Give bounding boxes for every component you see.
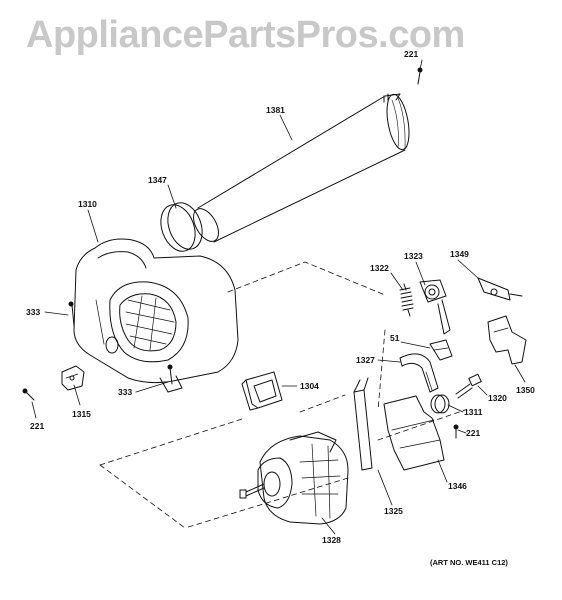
bracket-51 xyxy=(429,339,453,361)
pulley-1311 xyxy=(430,394,450,414)
blower-housing-1310 xyxy=(73,238,239,393)
arm-1327 xyxy=(399,353,439,393)
label-1347: 1347 xyxy=(148,175,167,185)
label-1349: 1349 xyxy=(450,249,469,259)
bolt-1320 xyxy=(455,373,482,399)
label-221-left: 221 xyxy=(30,421,45,431)
label-221-right: 221 xyxy=(466,428,481,438)
leader-lines xyxy=(31,59,526,535)
label-1350: 1350 xyxy=(516,385,535,395)
switch-1349 xyxy=(477,277,523,301)
label-1381: 1381 xyxy=(266,105,285,115)
motor-1328 xyxy=(239,431,349,525)
dashed-guide-lines xyxy=(99,261,466,529)
screw-333-left xyxy=(68,301,75,327)
thermostat-1315 xyxy=(61,365,85,391)
watermark: AppliancePartsPros.com xyxy=(26,14,465,56)
screw-333-bottom xyxy=(167,364,173,385)
label-1346: 1346 xyxy=(448,481,467,491)
label-1322: 1322 xyxy=(370,263,389,273)
label-1320: 1320 xyxy=(488,393,507,403)
bracket-1304 xyxy=(241,371,283,411)
label-1325: 1325 xyxy=(384,506,403,516)
seal-ring-1347 xyxy=(160,202,203,252)
art-number: (ART NO. WE411 C12) xyxy=(430,558,508,567)
screw-221-left xyxy=(22,388,35,401)
label-1310: 1310 xyxy=(78,199,97,209)
label-333-left: 333 xyxy=(26,307,41,317)
duct-1381 xyxy=(193,93,410,243)
label-1315: 1315 xyxy=(72,409,91,419)
label-1311: 1311 xyxy=(464,407,483,417)
label-1328: 1328 xyxy=(322,535,341,545)
label-221-top: 221 xyxy=(404,49,419,59)
label-1323: 1323 xyxy=(404,251,423,261)
label-1327: 1327 xyxy=(356,355,375,365)
label-1304: 1304 xyxy=(300,381,319,391)
mount-1346 xyxy=(383,395,445,471)
screw-221-top xyxy=(417,67,423,85)
screw-221-right xyxy=(453,424,459,439)
label-51: 51 xyxy=(390,333,400,343)
belt-1325 xyxy=(353,377,373,471)
label-333-bottom: 333 xyxy=(118,387,133,397)
spring-1322 xyxy=(399,283,414,317)
bracket-1350 xyxy=(487,315,527,365)
idler-1323 xyxy=(419,279,451,335)
